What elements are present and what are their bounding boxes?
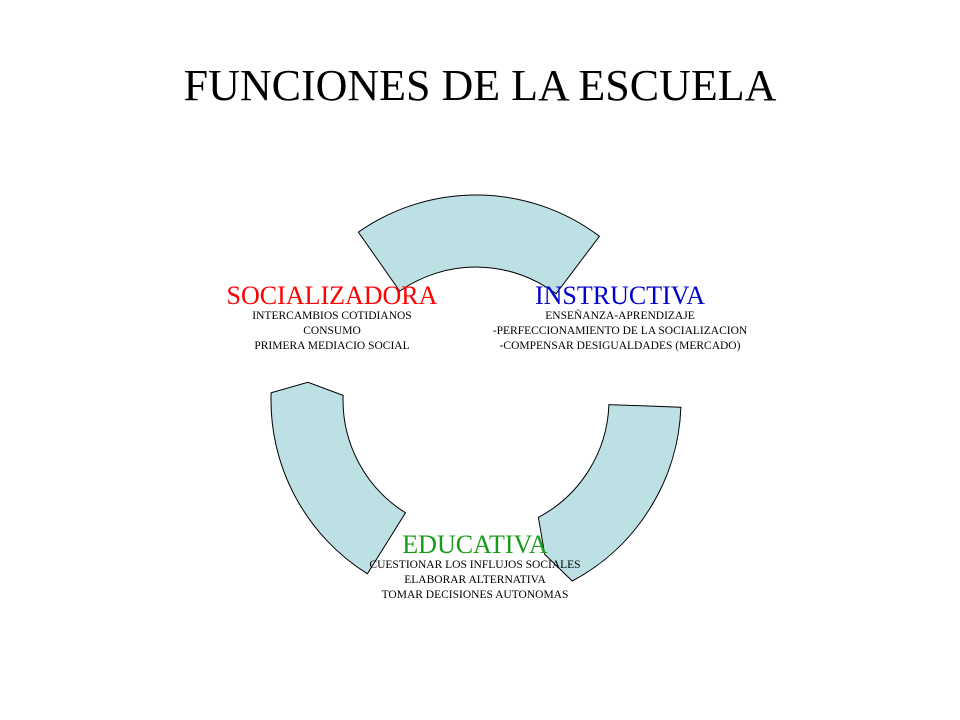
function-line: INTERCAMBIOS COTIDIANOS [252, 310, 412, 323]
function-line: ELABORAR ALTERNATIVA [404, 574, 546, 587]
cycle-segment-right [537, 404, 682, 582]
function-educativa: EDUCATIVA CUESTIONAR LOS INFLUJOS SOCIAL… [320, 531, 630, 603]
function-line: -COMPENSAR DESIGUALDADES (MERCADO) [499, 340, 741, 353]
function-socializadora: SOCIALIZADORA INTERCAMBIOS COTIDIANOS CO… [190, 282, 474, 354]
function-line: -PERFECCIONAMIENTO DE LA SOCIALIZACION [492, 325, 748, 338]
function-heading-educativa: EDUCATIVA [402, 530, 548, 559]
function-line: CUESTIONAR LOS INFLUJOS SOCIALES [369, 559, 581, 572]
function-heading-instructiva: INSTRUCTIVA [535, 281, 705, 310]
cycle-segment-top [357, 194, 601, 295]
page-title: FUNCIONES DE LA ESCUELA [183, 61, 777, 110]
function-line: CONSUMO [303, 325, 361, 338]
function-line: TOMAR DECISIONES AUTONOMAS [381, 589, 569, 602]
function-line: PRIMERA MEDIACIO SOCIAL [254, 340, 410, 353]
function-line: ENSEÑANZA-APRENDIZAJE [545, 310, 695, 323]
cycle-segment-left [270, 381, 407, 575]
function-heading-socializadora: SOCIALIZADORA [226, 281, 438, 310]
function-instructiva: INSTRUCTIVA ENSEÑANZA-APRENDIZAJE -PERFE… [460, 282, 780, 354]
